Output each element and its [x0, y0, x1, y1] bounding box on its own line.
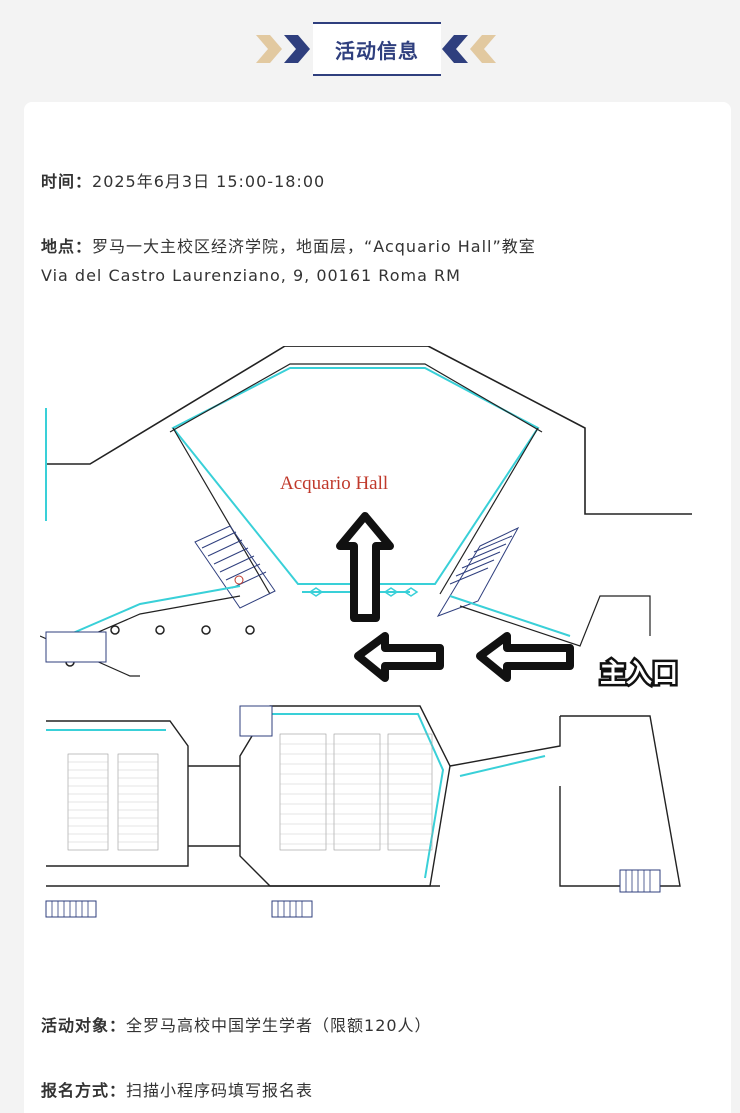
audience-row: 活动对象：全罗马高校中国学生学者（限额120人） — [41, 1012, 432, 1036]
time-value: 2025年6月3日 15:00-18:00 — [92, 172, 326, 191]
entrance-label: 主入口 — [600, 659, 678, 689]
address-text: Via del Castro Laurenziano, 9, 00161 Rom… — [41, 266, 461, 285]
place-value: 罗马一大主校区经济学院，地面层，“Acquario Hall”教室 — [92, 237, 536, 256]
signup-row: 报名方式：扫描小程序码填写报名表 — [41, 1077, 313, 1101]
place-label: 地点： — [41, 237, 93, 256]
signup-label: 报名方式： — [41, 1081, 127, 1100]
left-chevrons-icon — [256, 35, 310, 63]
time-row: 时间：2025年6月3日 15:00-18:00 — [41, 168, 325, 192]
hall-name-label: Acquario Hall — [280, 473, 388, 494]
left-arrow-icon — [354, 632, 444, 682]
right-chevrons-icon — [442, 35, 496, 63]
audience-value: 全罗马高校中国学生学者（限额120人） — [126, 1016, 432, 1035]
place-row: 地点：罗马一大主校区经济学院，地面层，“Acquario Hall”教室 — [41, 233, 536, 257]
section-title: 活动信息 — [313, 22, 441, 76]
signup-value: 扫描小程序码填写报名表 — [126, 1081, 314, 1100]
floor-plan-map: Acquario Hall — [40, 346, 692, 918]
info-card: 时间：2025年6月3日 15:00-18:00 地点：罗马一大主校区经济学院，… — [24, 102, 731, 1113]
up-arrow-icon — [336, 512, 394, 622]
left-arrow-icon — [476, 632, 574, 682]
audience-label: 活动对象： — [41, 1016, 127, 1035]
time-label: 时间： — [41, 172, 93, 191]
section-header: 活动信息 — [0, 22, 740, 76]
